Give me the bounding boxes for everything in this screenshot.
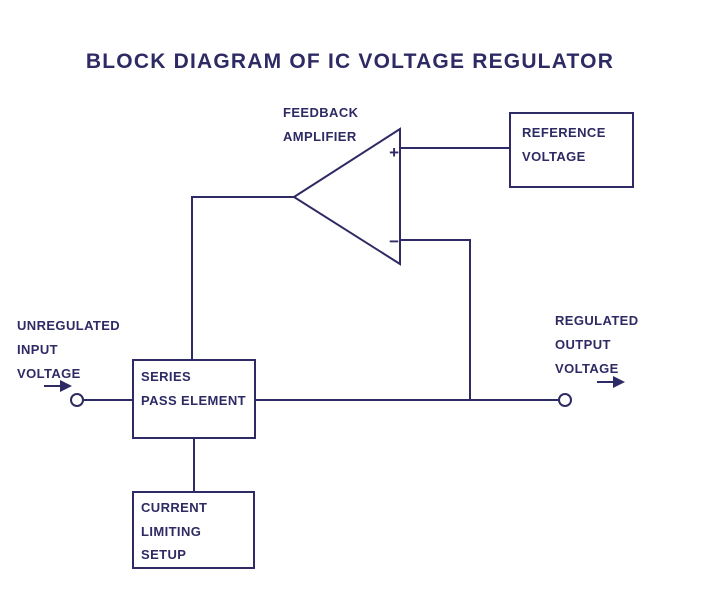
series-pass-label-line1: SERIES xyxy=(141,369,191,384)
feedback-amplifier-label-line2: AMPLIFIER xyxy=(283,129,357,144)
reference-voltage-box xyxy=(509,112,634,188)
series-pass-element-box xyxy=(132,359,256,439)
feedback-amplifier-label-line1: FEEDBACK xyxy=(283,105,359,120)
output-label-line2: OUTPUT xyxy=(555,337,611,352)
opamp-minus-input-label: − xyxy=(389,232,399,251)
output-arrow-icon xyxy=(597,376,625,388)
input-label-line2: INPUT xyxy=(17,342,58,357)
input-terminal xyxy=(70,393,84,407)
page-title: BLOCK DIAGRAM OF IC VOLTAGE REGULATOR xyxy=(86,50,614,73)
output-label-line1: REGULATED xyxy=(555,313,639,328)
output-label-line3: VOLTAGE xyxy=(555,361,619,376)
opamp-plus-input-label: + xyxy=(389,143,399,162)
opamp-triangle xyxy=(292,127,401,266)
input-label-line1: UNREGULATED xyxy=(17,318,120,333)
reference-voltage-label-line2: VOLTAGE xyxy=(522,149,586,164)
current-limiting-label-line1: CURRENT xyxy=(141,500,207,515)
output-terminal xyxy=(558,393,572,407)
input-arrow-icon xyxy=(44,380,72,392)
current-limiting-setup-box xyxy=(132,491,255,569)
wire-opamp-output-to-series-pass xyxy=(191,196,295,360)
current-limiting-label-line2: LIMITING xyxy=(141,524,201,539)
reference-voltage-label-line1: REFERENCE xyxy=(522,125,606,140)
current-limiting-label-line3: SETUP xyxy=(141,547,186,562)
series-pass-label-line2: PASS ELEMENT xyxy=(141,393,246,408)
input-label-line3: VOLTAGE xyxy=(17,366,81,381)
wire-minus-input-to-output-line xyxy=(400,239,471,400)
